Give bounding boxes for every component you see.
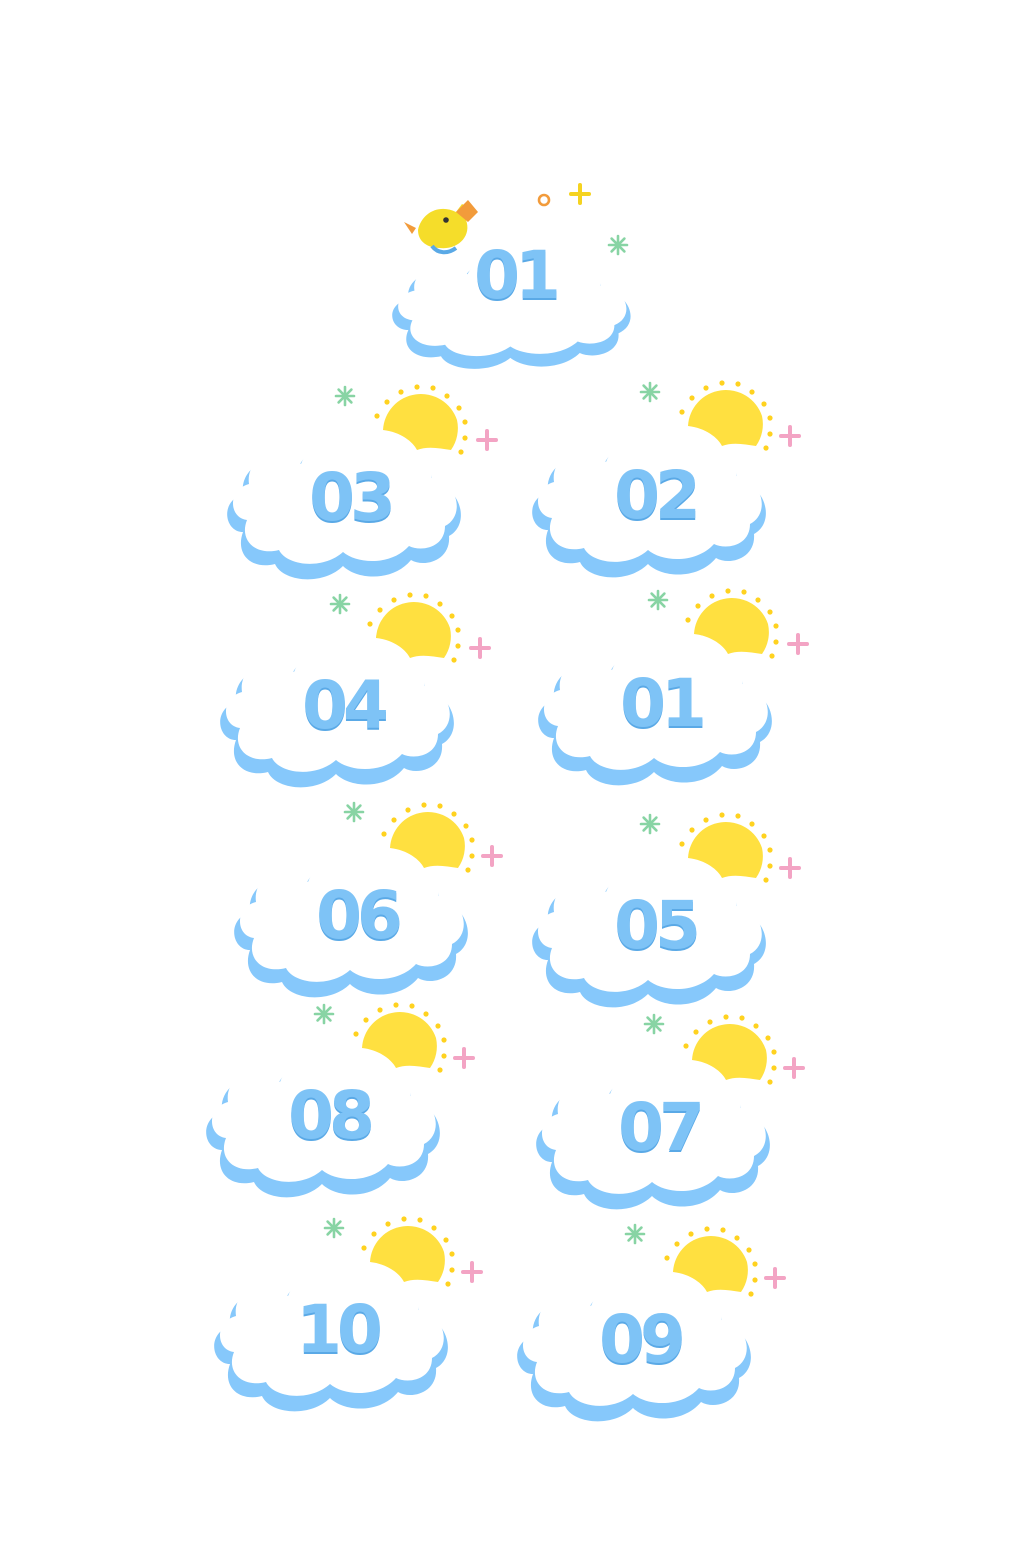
asterisk-icon xyxy=(607,234,629,256)
badge-number: 03 xyxy=(309,459,396,536)
plus-icon xyxy=(481,845,503,867)
badge-number: 04 xyxy=(302,667,389,744)
plus-icon xyxy=(461,1261,483,1283)
plus-icon xyxy=(469,637,491,659)
plus-icon xyxy=(787,633,809,655)
ring-icon xyxy=(537,193,551,207)
cloud-badge-01-top: 01 xyxy=(390,183,640,380)
plus-icon xyxy=(569,183,591,205)
cloud-badge-01: 01 xyxy=(536,576,809,786)
badge-number: 09 xyxy=(599,1301,686,1378)
badge-number: 07 xyxy=(618,1089,705,1166)
cloud-badge-04: 04 xyxy=(218,578,491,788)
plus-icon xyxy=(783,1057,805,1079)
badge-number: 01 xyxy=(474,237,561,314)
cloud-icon xyxy=(392,183,631,369)
cloud-badge-05: 05 xyxy=(530,798,801,1008)
badge-number: 08 xyxy=(288,1077,375,1154)
plus-icon xyxy=(476,429,498,451)
badge-number: 05 xyxy=(614,887,701,964)
cloud-badge-09: 09 xyxy=(515,1212,786,1422)
cloud-badge-10: 10 xyxy=(212,1202,483,1412)
asterisk-icon xyxy=(639,813,661,835)
badge-number: 10 xyxy=(296,1291,383,1368)
asterisk-icon xyxy=(323,1217,345,1239)
asterisk-icon xyxy=(639,381,661,403)
sun-icon xyxy=(679,380,773,451)
asterisk-icon xyxy=(334,385,356,407)
cloud-badge-08: 08 xyxy=(204,988,475,1198)
asterisk-icon xyxy=(313,1003,335,1025)
sun-icon xyxy=(685,588,779,659)
plus-icon xyxy=(779,425,801,447)
cloud-badge-06: 06 xyxy=(232,788,503,998)
bird-icon xyxy=(404,200,478,255)
plus-icon xyxy=(779,857,801,879)
asterisk-icon xyxy=(343,801,365,823)
cloud-badge-03: 03 xyxy=(225,370,498,580)
plus-icon xyxy=(453,1047,475,1069)
asterisk-icon xyxy=(643,1013,665,1035)
cloud-badge-07: 07 xyxy=(534,1000,805,1210)
plus-icon xyxy=(764,1267,786,1289)
cloud-badge-02: 02 xyxy=(530,368,801,578)
asterisk-icon xyxy=(647,589,669,611)
asterisk-icon xyxy=(624,1223,646,1245)
badge-number: 01 xyxy=(620,665,707,742)
asterisk-icon xyxy=(329,593,351,615)
badge-number: 02 xyxy=(614,457,701,534)
badge-number: 06 xyxy=(316,877,403,954)
